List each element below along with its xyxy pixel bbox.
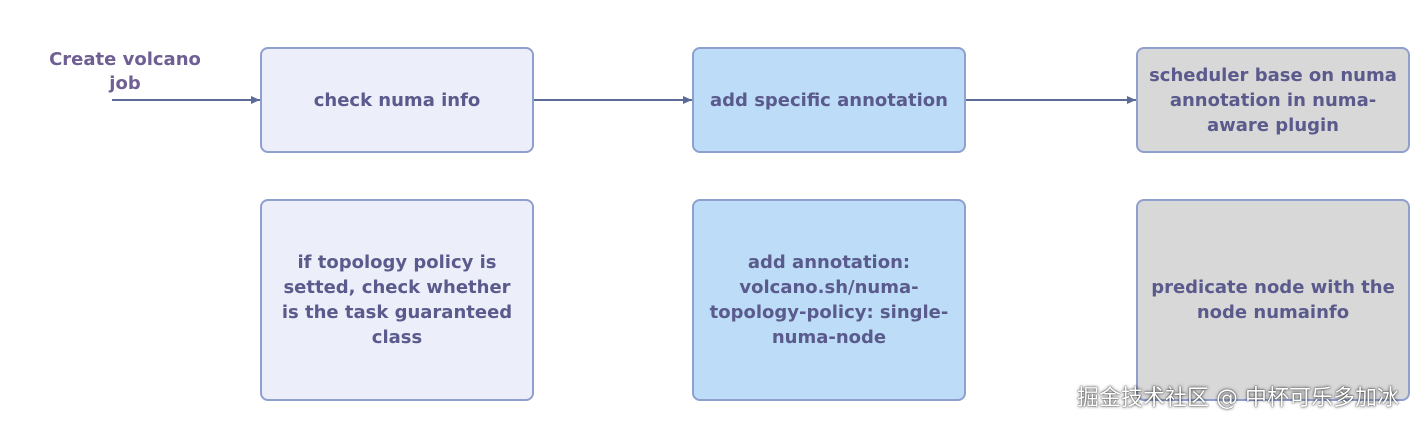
detail-topology-policy-text: if topology policy is setted, check whet… [281, 252, 513, 348]
detail-add-annotation-text: add annotation: volcano.sh/numa-topology… [709, 252, 949, 348]
detail-topology-policy: if topology policy is setted, check whet… [260, 199, 534, 401]
detail-predicate-node: predicate node with the node numainfo [1136, 199, 1410, 401]
step-check-numa-info: check numa info [260, 47, 534, 153]
step-add-specific-annotation-text: add specific annotation [710, 89, 948, 111]
detail-add-annotation: add annotation: volcano.sh/numa-topology… [692, 199, 966, 401]
step-add-specific-annotation: add specific annotation [692, 47, 966, 153]
start-label: Create volcano job [49, 49, 201, 94]
step-scheduler-numa-aware-text: scheduler base on numa annotation in num… [1149, 64, 1397, 136]
detail-predicate-node-text: predicate node with the node numainfo [1151, 277, 1395, 323]
watermark: 掘金技术社区 @ 中杯可乐多加冰 [1077, 386, 1399, 411]
step-check-numa-info-text: check numa info [313, 89, 481, 111]
step-scheduler-numa-aware: scheduler base on numa annotation in num… [1136, 47, 1410, 153]
